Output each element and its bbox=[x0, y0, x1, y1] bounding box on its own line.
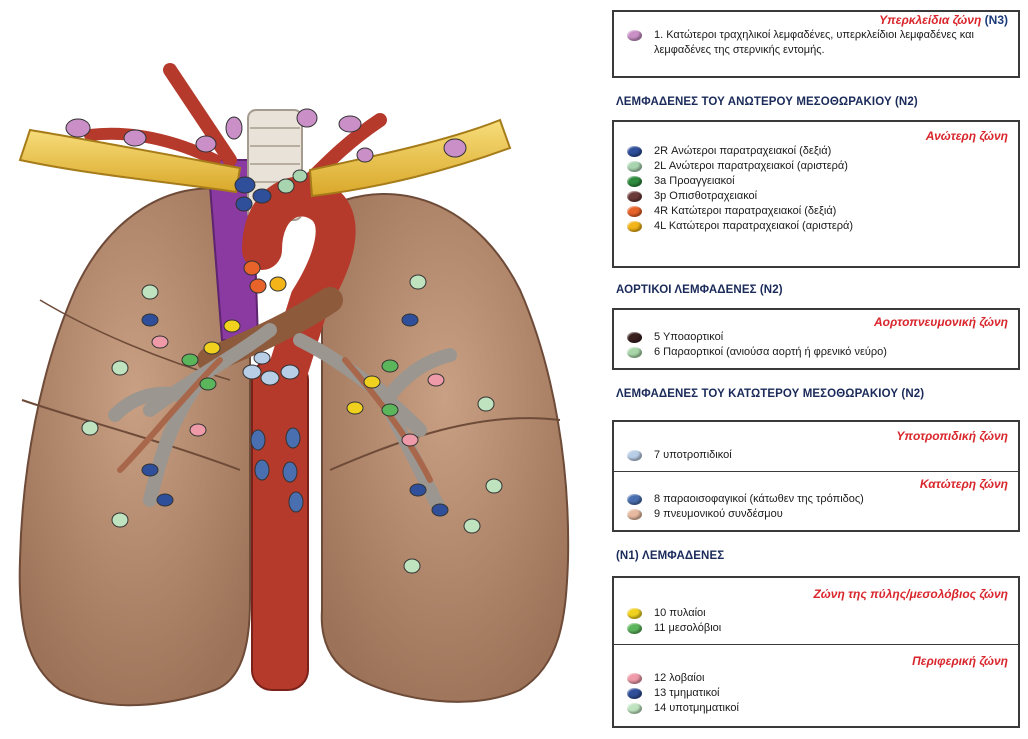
lymph-node-icon bbox=[627, 221, 642, 232]
divider bbox=[614, 471, 1018, 472]
legend-item: 4R Κατώτεροι παρατραχειακοί (δεξιά) bbox=[614, 204, 1018, 219]
zone-title: Περιφερική ζώνη bbox=[614, 653, 1018, 669]
divider bbox=[614, 644, 1018, 645]
legend-item: 8 παραοισοφαγικοί (κάτωθεν της τρόπιδος) bbox=[614, 492, 1018, 507]
zone-title: Κατώτερη ζώνη bbox=[614, 476, 1018, 492]
section-heading-lower: ΛΕΜΦΑΔΕΝΕΣ ΤΟΥ ΚΑΤΩΤΕΡΟΥ ΜΕΣΟΘΩΡΑΚΙΟΥ (N… bbox=[616, 388, 924, 400]
legend-item: 3a Προαγγειακοί bbox=[614, 174, 1018, 189]
lymph-node-icon bbox=[627, 347, 642, 358]
legend-item: 5 Υποαορτικοί bbox=[614, 330, 1018, 345]
lymph-node-icon bbox=[627, 688, 642, 699]
legend-item: 3p Οπισθοτραχειακοί bbox=[614, 189, 1018, 204]
legend-item: 14 υποτμηματικοί bbox=[614, 701, 1018, 716]
lymph-node-icon bbox=[627, 703, 642, 714]
lymph-node-icon bbox=[627, 608, 642, 619]
legend-panel: Υπερκλείδια ζώνη (N3) 1. Κατώτεροι τραχη… bbox=[612, 0, 1022, 734]
section-heading-n1: (N1) ΛΕΜΦΑΔΕΝΕΣ bbox=[616, 550, 724, 562]
legend-box-lower: Υποτροπιδική ζώνη 7 υποτροπιδικοί Κατώτε… bbox=[612, 420, 1020, 532]
legend-box-supraclavicular: Υπερκλείδια ζώνη (N3) 1. Κατώτεροι τραχη… bbox=[612, 10, 1020, 78]
zone-title: Αορτοπνευμονική ζώνη bbox=[614, 314, 1018, 330]
lymph-node-icon bbox=[627, 623, 642, 634]
lymph-node-icon bbox=[627, 494, 642, 505]
legend-item: 4L Κατώτεροι παρατραχειακοί (αριστερά) bbox=[614, 219, 1018, 234]
legend-item: 6 Παραορτικοί (ανιούσα αορτή ή φρενικό ν… bbox=[614, 345, 1018, 360]
zone-title: Ζώνη της πύλης/μεσολόβιος ζώνη bbox=[614, 586, 1018, 602]
legend-item: 11 μεσολόβιοι bbox=[614, 621, 1018, 636]
lymph-node-icon bbox=[627, 146, 642, 157]
legend-item: 2L Ανώτεροι παρατραχειακοί (αριστερά) bbox=[614, 159, 1018, 174]
lymph-node-icon bbox=[627, 161, 642, 172]
legend-box-n1: Ζώνη της πύλης/μεσολόβιος ζώνη 10 πυλαίο… bbox=[612, 576, 1020, 728]
legend-item: 12 λοβαίοι bbox=[614, 671, 1018, 686]
legend-box-aortic: Αορτοπνευμονική ζώνη 5 Υποαορτικοί 6 Παρ… bbox=[612, 308, 1020, 370]
descending-aorta bbox=[252, 360, 308, 690]
zone-title: Υπερκλείδια ζώνη (N3) bbox=[614, 12, 1018, 28]
lymph-node-icon bbox=[627, 30, 642, 41]
legend-item: 10 πυλαίοι bbox=[614, 606, 1018, 621]
left-lung bbox=[322, 194, 568, 702]
legend-item: 1. Κατώτεροι τραχηλικοί λεμφαδένες, υπερ… bbox=[614, 28, 1018, 58]
lymph-node-icon bbox=[627, 191, 642, 202]
lung-lymph-node-illustration bbox=[0, 0, 600, 734]
section-heading-aortic: ΑΟΡΤΙΚΟΙ ΛΕΜΦΑΔΕΝΕΣ (N2) bbox=[616, 284, 783, 296]
lymph-node-icon bbox=[627, 509, 642, 520]
lymph-node-icon bbox=[627, 673, 642, 684]
lung-anatomy-svg bbox=[0, 0, 600, 734]
lymph-node-icon bbox=[627, 332, 642, 343]
legend-item: 7 υποτροπιδικοί bbox=[614, 448, 1018, 463]
zone-title: Ανώτερη ζώνη bbox=[614, 128, 1018, 144]
legend-item: 13 τμηματικοί bbox=[614, 686, 1018, 701]
section-heading-upper: ΛΕΜΦΑΔΕΝΕΣ ΤΟΥ ΑΝΩΤΕΡΟΥ ΜΕΣΟΘΩΡΑΚΙΟΥ (N2… bbox=[616, 96, 918, 108]
zone-title: Υποτροπιδική ζώνη bbox=[614, 428, 1018, 444]
legend-box-upper: Ανώτερη ζώνη 2R Ανώτεροι παρατραχειακοί … bbox=[612, 120, 1020, 268]
lymph-node-icon bbox=[627, 176, 642, 187]
legend-item: 9 πνευμονικού συνδέσμου bbox=[614, 507, 1018, 522]
lymph-node-icon bbox=[627, 450, 642, 461]
legend-item: 2R Ανώτεροι παρατραχειακοί (δεξιά) bbox=[614, 144, 1018, 159]
lymph-node-icon bbox=[627, 206, 642, 217]
